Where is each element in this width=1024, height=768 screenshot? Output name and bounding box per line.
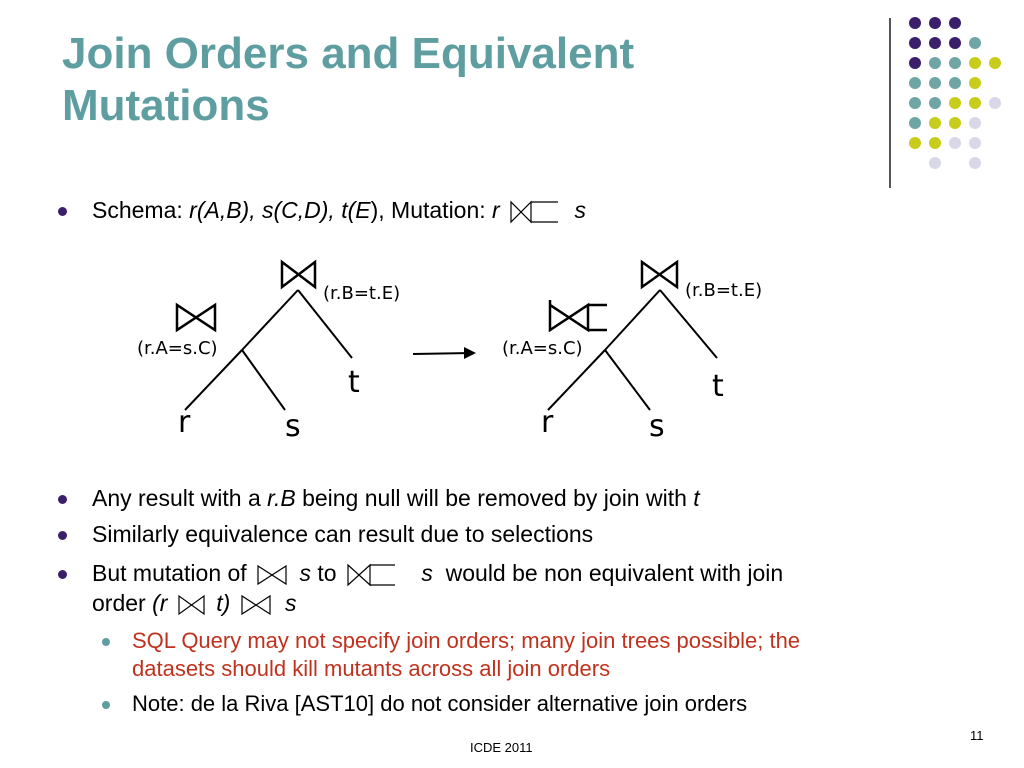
relation-t: t) [216, 590, 231, 616]
top-join-icon [280, 259, 317, 290]
left-leaf-s: s [285, 409, 301, 444]
schema-relations: r(A,B), s(C,D), t(E [189, 197, 371, 223]
left-inner-condition: (r.A=s.C) [137, 338, 218, 359]
title-divider [889, 18, 891, 188]
relation-r: r [492, 197, 500, 223]
text: But mutation of [92, 560, 254, 586]
join-symbol-icon [241, 594, 271, 616]
left-outer-join-symbol-icon [347, 563, 395, 587]
text: order [92, 590, 153, 616]
mutation-label: , Mutation: [378, 197, 493, 223]
schema-label: Schema: [92, 197, 190, 223]
schema-close-paren: ) [370, 197, 379, 223]
bullet-marker [58, 570, 67, 579]
left-leaf-t: t [348, 365, 360, 400]
title-line-2: Mutations [62, 81, 270, 130]
right-leaf-t: t [712, 369, 724, 404]
relation-s: s [421, 560, 433, 586]
subbullet-join-orders: SQL Query may not specify join orders; m… [102, 627, 972, 683]
left-top-condition: (r.B=t.E) [323, 283, 400, 304]
right-leaf-s: s [649, 409, 665, 444]
subbullet-marker [102, 701, 110, 709]
bullet-selections: Similarly equivalence can result due to … [58, 519, 594, 549]
join-symbol-icon [178, 594, 205, 616]
relation-s: s [285, 590, 297, 616]
text: Any result with a [92, 485, 268, 511]
right-inner-condition: (r.A=s.C) [502, 338, 583, 359]
relation-s: s [299, 560, 311, 586]
relation-s: s [574, 197, 587, 223]
relation-t: t [693, 485, 700, 511]
page-number: 11 [970, 728, 984, 743]
bullet-null-removal: Any result with a r.B being null will be… [58, 483, 700, 513]
text: being null will be removed by join with [295, 485, 694, 511]
right-top-condition: (r.B=t.E) [685, 280, 762, 301]
right-leaf-r: r [541, 405, 554, 440]
outer-join-icon [548, 300, 590, 333]
bullet-schema: Schema: r(A,B), s(C,D), t(E), Mutation: … [58, 195, 587, 225]
decorative-dot-grid [909, 17, 1001, 169]
text: SQL Query may not specify join orders; m… [132, 628, 801, 653]
bullet-non-equivalent: But mutation of s to s would be non equi… [58, 558, 952, 618]
attribute-rb: r.B [267, 485, 296, 511]
subbullet-marker [102, 638, 110, 646]
text: datasets should kill mutants across all … [132, 656, 611, 681]
left-outer-join-symbol-icon [510, 200, 559, 224]
join-symbol-icon [257, 564, 287, 586]
title-line-1: Join Orders and Equivalent [62, 29, 635, 78]
bullet-marker [58, 531, 67, 540]
relation-r: (r [152, 590, 168, 616]
left-leaf-r: r [178, 405, 191, 440]
text: to [317, 560, 337, 586]
transformation-arrow-icon [412, 347, 476, 359]
top-join-icon [640, 259, 679, 290]
slide-title: Join Orders and Equivalent Mutations [62, 28, 842, 132]
text: would be non equivalent with join [445, 560, 784, 586]
inner-join-icon [175, 302, 217, 333]
footer-conference: ICDE 2011 [470, 740, 533, 755]
text: Similarly equivalence can result due to … [92, 521, 594, 547]
subbullet-de-la-riva: Note: de la Riva [AST10] do not consider… [102, 690, 972, 718]
text: Note: de la Riva [AST10] do not consider… [132, 691, 748, 716]
right-join-tree: (r.B=t.E) (r.A=s.C) t r s [502, 259, 762, 444]
bullet-marker [58, 495, 67, 504]
bullet-marker [58, 207, 67, 216]
join-tree-diagram: (r.B=t.E) (r.A=s.C) t r s (r.B=t.E) (r.A… [137, 259, 762, 444]
left-join-tree: (r.B=t.E) (r.A=s.C) t r s [137, 259, 400, 444]
